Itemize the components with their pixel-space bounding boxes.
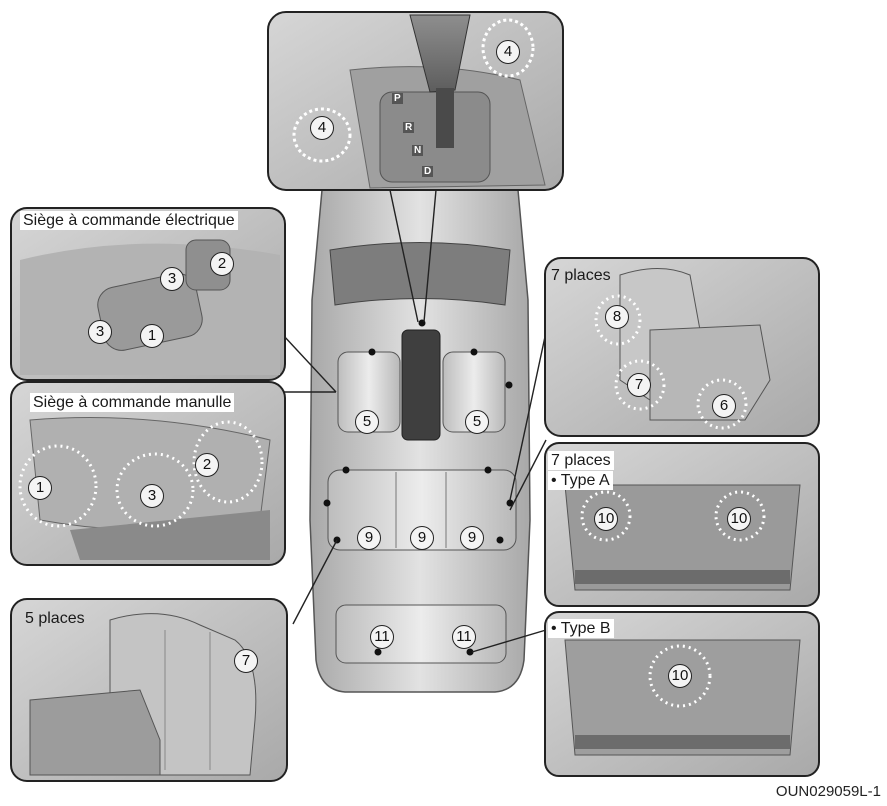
label-five-seats: 5 places [25, 610, 85, 627]
label-type-a: • Type A [548, 471, 613, 490]
callout-car-9-right: 9 [460, 526, 484, 550]
figure-code: OUN029059L-1 [775, 783, 881, 800]
car-top-view [309, 177, 531, 693]
gear-letter-n: N [412, 145, 424, 156]
callout-car-5-right: 5 [465, 410, 489, 434]
callout-seven-8: 8 [605, 305, 629, 329]
panel-five-seats [10, 598, 288, 782]
label-electric-seat: Siège à commande électrique [20, 211, 238, 230]
callout-seven-7: 7 [627, 373, 651, 397]
panel-electric-seat [10, 207, 286, 381]
callout-manual-2: 2 [195, 453, 219, 477]
callout-elec-3-top: 3 [160, 267, 184, 291]
callout-car-5-left: 5 [355, 410, 379, 434]
panel-manual-seat [10, 381, 286, 566]
callout-car-11-right: 11 [452, 625, 476, 649]
callout-elec-3-left: 3 [88, 320, 112, 344]
label-type-b: • Type B [548, 619, 614, 638]
callout-elec-1: 1 [140, 324, 164, 348]
panel-type-b-cargo [544, 611, 820, 777]
gear-letter-r: R [403, 122, 415, 133]
panel-gear-shifter [267, 11, 564, 191]
callout-manual-1: 1 [28, 476, 52, 500]
callout-car-9-left: 9 [357, 526, 381, 550]
callout-gear-4-right: 4 [496, 40, 520, 64]
callout-elec-2: 2 [210, 252, 234, 276]
callout-gear-4-left: 4 [310, 116, 334, 140]
callout-car-11-left: 11 [370, 625, 394, 649]
callout-five-seats-7: 7 [234, 649, 258, 673]
callout-type-a-10-right: 10 [727, 507, 751, 531]
callout-type-b-10: 10 [668, 664, 692, 688]
leader-lines [280, 189, 547, 653]
callout-manual-3: 3 [140, 484, 164, 508]
label-seven-seats-top: 7 places [551, 267, 611, 284]
gear-letter-p: P [392, 93, 403, 104]
callout-seven-6: 6 [712, 394, 736, 418]
callout-car-9-center: 9 [410, 526, 434, 550]
panel-seven-seats [544, 257, 820, 437]
callout-type-a-10-left: 10 [594, 507, 618, 531]
gear-letter-d: D [422, 166, 434, 177]
label-manual-seat: Siège à commande manulle [30, 393, 235, 412]
label-seven-seats-cargo: 7 places [548, 451, 614, 470]
